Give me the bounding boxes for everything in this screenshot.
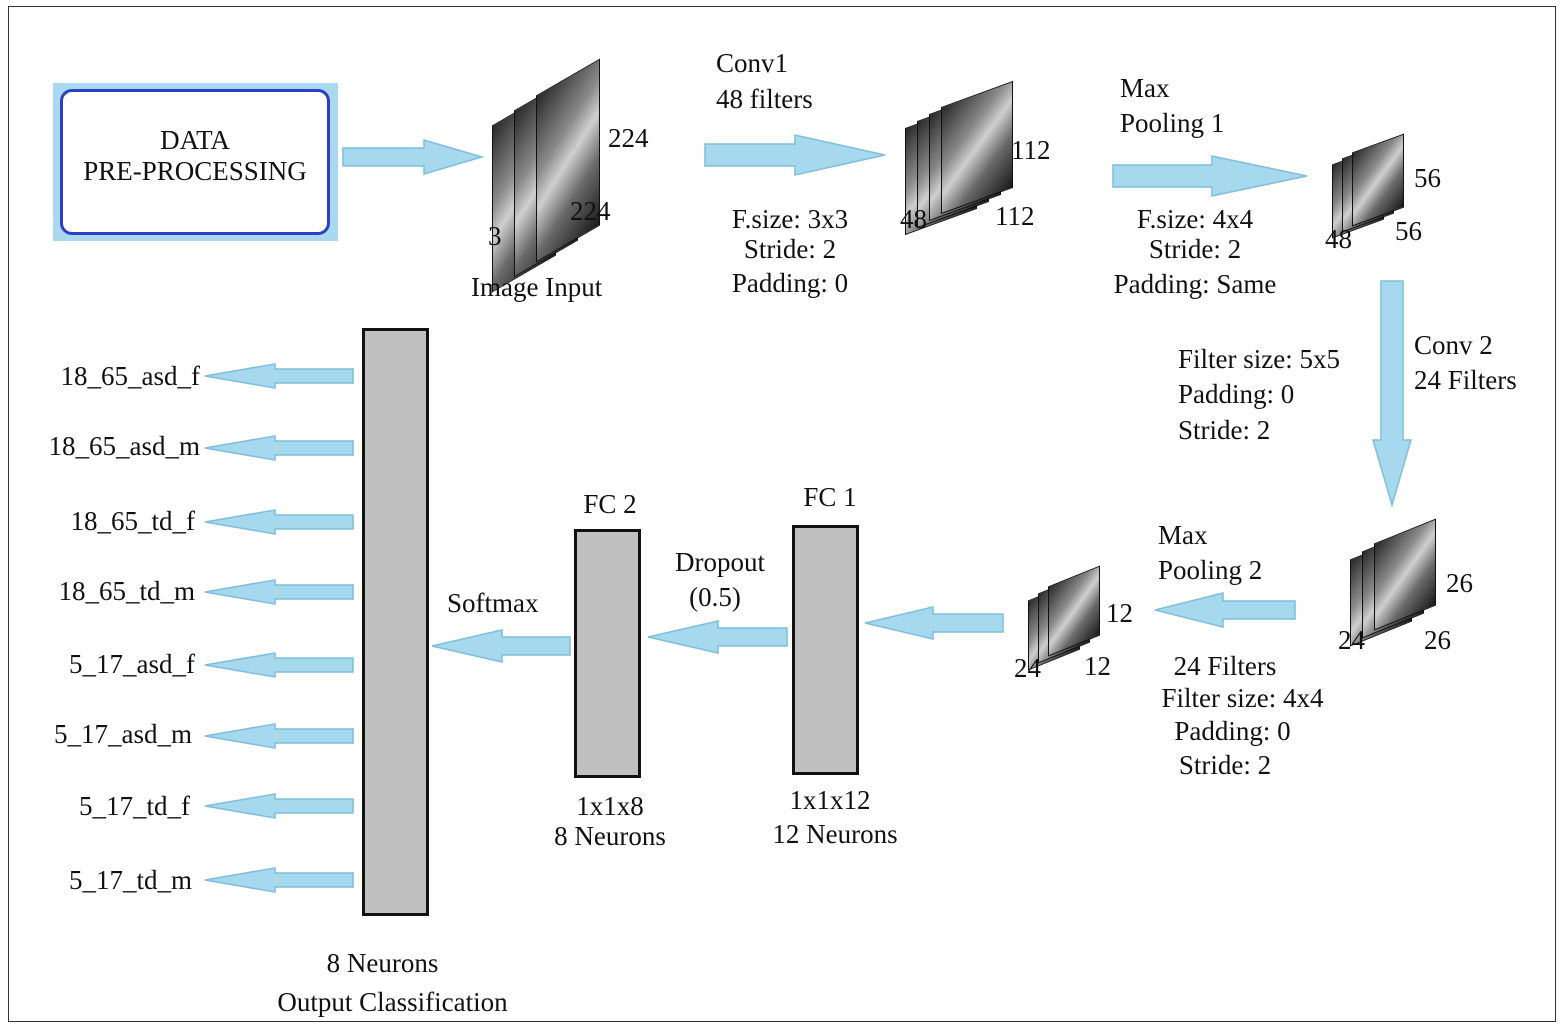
arrow-output-class-2	[204, 509, 354, 535]
conv1-out-c: 48	[900, 204, 927, 234]
pool2-out-h: 12	[1106, 598, 1133, 628]
pool1-out-h: 56	[1414, 163, 1441, 193]
arrow-output-class-7	[204, 867, 354, 893]
arrow-output-class-6	[204, 793, 354, 819]
output-class-label: 18_65_td_f	[70, 506, 196, 536]
diagram-frame	[8, 6, 1556, 1022]
conv2-out-w: 26	[1424, 625, 1451, 655]
output-class-label: 18_65_asd_m	[48, 431, 201, 461]
pool1-title2: Pooling 1	[1120, 108, 1225, 138]
arrow-to-fc1	[864, 606, 1004, 640]
conv2-param3: Stride: 2	[1178, 415, 1271, 445]
dropout-line1: Dropout	[675, 547, 765, 577]
pool2-out-c: 24	[1014, 653, 1041, 683]
conv1-out-w: 112	[995, 201, 1035, 231]
output-line1: 8 Neurons	[326, 948, 439, 978]
input-dim-w: 224	[570, 196, 611, 226]
arrow-pool1	[1112, 155, 1308, 197]
output-layer	[362, 328, 429, 916]
conv1-slice	[941, 80, 1013, 215]
pool2-param2: Padding: 0	[1174, 716, 1291, 746]
pool2-title1: Max	[1158, 520, 1208, 550]
pool1-param3: Padding: Same	[1113, 269, 1277, 299]
arrow-output-class-0	[204, 363, 354, 389]
conv2-output-stack	[1350, 515, 1445, 647]
input-label: Image Input	[471, 272, 603, 302]
output-class-label: 5_17_td_m	[68, 865, 192, 895]
conv1-out-h: 112	[1011, 135, 1051, 165]
preprocess-box	[60, 89, 330, 235]
conv2-title1: Conv 2	[1414, 330, 1493, 360]
conv2-out-c: 24	[1338, 625, 1365, 655]
pool2-title2: Pooling 2	[1158, 555, 1263, 585]
arrow-conv1	[704, 134, 886, 176]
output-class-label: 5_17_td_f	[79, 791, 190, 821]
pool2-out-w: 12	[1084, 651, 1111, 681]
pool1-param1: F.size: 4x4	[1136, 204, 1254, 234]
input-dim-c: 3	[488, 221, 502, 251]
fc2-title: FC 2	[583, 489, 637, 519]
output-class-label: 5_17_asd_f	[69, 649, 195, 679]
arrow-pool2	[1154, 592, 1296, 628]
pool1-out-c: 48	[1325, 224, 1352, 254]
output-class-label: 18_65_asd_f	[60, 361, 200, 391]
conv1-param3: Padding: 0	[731, 268, 849, 298]
input-slice	[536, 58, 600, 263]
dropout-line2: (0.5)	[689, 582, 741, 612]
conv1-param1: F.size: 3x3	[731, 204, 849, 234]
conv2-param2: Padding: 0	[1178, 379, 1295, 409]
input-dim-h: 224	[608, 123, 649, 153]
pool1-slice	[1352, 133, 1404, 227]
conv1-title2: 48 filters	[716, 84, 813, 114]
output-line2: Output Classification	[277, 987, 508, 1017]
pool1-param2: Stride: 2	[1148, 234, 1242, 264]
pool2-output-stack	[1028, 565, 1108, 671]
fc1-title: FC 1	[803, 482, 857, 512]
fc2-neurons: 8 Neurons	[554, 821, 666, 851]
conv1-param2: Stride: 2	[743, 234, 837, 264]
pool2-param0: 24 Filters	[1173, 651, 1277, 681]
arrow-preprocess-to-input	[342, 138, 485, 176]
conv2-slice	[1374, 518, 1436, 631]
preprocess-line2: PRE-PROCESSING	[83, 156, 307, 186]
arrow-output-class-1	[204, 435, 354, 461]
arrow-output-class-5	[204, 723, 354, 749]
pool1-title1: Max	[1120, 73, 1170, 103]
arrow-output-class-3	[204, 579, 354, 605]
conv2-param1: Filter size: 5x5	[1178, 344, 1340, 374]
conv2-title2: 24 Filters	[1414, 365, 1517, 395]
softmax-label: Softmax	[447, 588, 539, 618]
fc2-dim: 1x1x8	[576, 791, 644, 821]
fc1-dim: 1x1x12	[789, 785, 871, 815]
arrow-softmax	[431, 629, 571, 663]
fc2-layer	[574, 529, 641, 778]
pool2-param1: Filter size: 4x4	[1161, 683, 1324, 713]
arrow-dropout	[647, 620, 788, 654]
preprocess-line1: DATA	[160, 125, 230, 155]
arrow-conv2	[1371, 280, 1413, 508]
pool1-out-w: 56	[1395, 216, 1422, 246]
output-class-label: 5_17_asd_m	[54, 719, 192, 749]
pool2-param3: Stride: 2	[1178, 750, 1272, 780]
conv1-title1: Conv1	[716, 48, 789, 78]
output-class-label: 18_65_td_m	[58, 576, 195, 606]
arrow-output-class-4	[204, 652, 354, 678]
pool2-slice	[1048, 565, 1100, 657]
conv2-out-h: 26	[1446, 568, 1473, 598]
fc1-layer	[792, 525, 859, 775]
fc1-neurons: 12 Neurons	[772, 819, 898, 849]
